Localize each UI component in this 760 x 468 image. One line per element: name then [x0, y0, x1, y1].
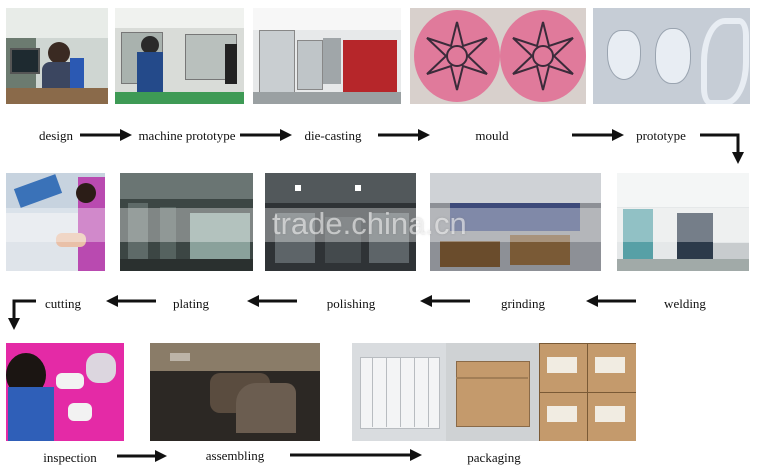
arrow-right-icon: [80, 129, 132, 141]
mould-flower-pattern: [426, 21, 574, 91]
photo-packaging-cartons: [539, 343, 636, 441]
photo-inspection: [6, 343, 124, 441]
photo-machine-prototype: [115, 8, 244, 104]
step-label-die-casting: die-casting: [304, 128, 362, 143]
step-label-mould: mould: [475, 128, 509, 143]
arrow-right-icon: [290, 449, 422, 461]
arrow-right-icon: [117, 450, 167, 462]
photo-cutting: [6, 173, 105, 271]
photo-mould: [410, 8, 586, 104]
arrow-left-icon: [106, 295, 156, 307]
photo-prototype: [593, 8, 750, 104]
step-label-welding: welding: [664, 296, 706, 311]
arrow-right-icon: [378, 129, 430, 141]
watermark-band: [0, 208, 760, 242]
step-label-machine-prototype: machine prototype: [138, 128, 236, 143]
arrow-left-icon: [420, 295, 470, 307]
photo-packaging-box: [446, 343, 539, 441]
arrow-right-icon: [240, 129, 292, 141]
arrow-left-icon: [586, 295, 636, 307]
step-label-polishing: polishing: [326, 296, 376, 311]
photo-die-casting: [253, 8, 401, 104]
photo-design: [6, 8, 108, 104]
photo-grinding: [430, 173, 601, 271]
photo-plating: [120, 173, 253, 271]
arrow-right-icon: [572, 129, 624, 141]
step-label-cutting: cutting: [44, 296, 82, 311]
step-label-inspection: inspection: [43, 450, 97, 465]
arrow-turn-down-icon: [8, 299, 36, 330]
arrow-left-icon: [247, 295, 297, 307]
photo-polishing: [265, 173, 416, 271]
step-label-assembling: assembling: [205, 448, 265, 463]
photo-assembling: [150, 343, 320, 441]
step-label-grinding: grinding: [500, 296, 546, 311]
step-label-packaging: packaging: [467, 450, 521, 465]
arrow-turn-down-icon: [700, 133, 744, 164]
step-label-design: design: [39, 128, 73, 143]
watermark-text: trade.china.cn: [272, 206, 467, 241]
photo-welding: [617, 173, 749, 271]
photo-packaging-bags: [352, 343, 446, 441]
step-label-prototype: prototype: [636, 128, 686, 143]
step-label-plating: plating: [172, 296, 210, 311]
